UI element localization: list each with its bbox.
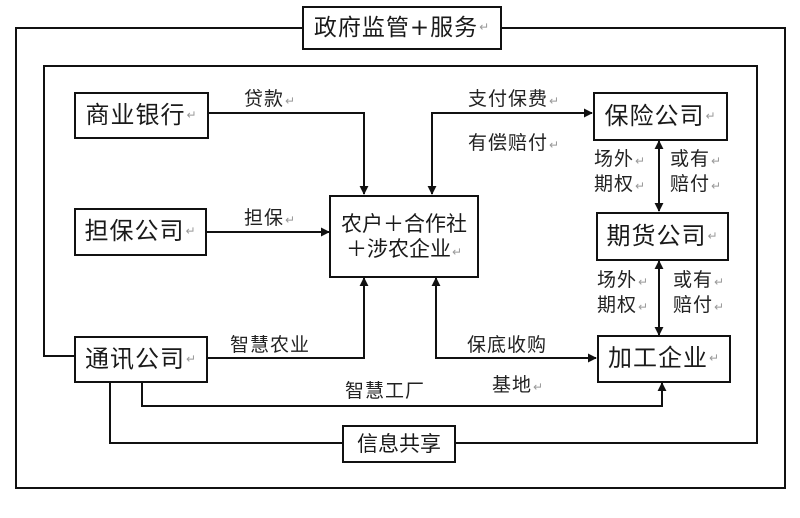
loan-text: 贷款 bbox=[244, 88, 285, 110]
paragraph-mark-icon: ↵ bbox=[285, 213, 297, 227]
paragraph-mark-icon: ↵ bbox=[185, 351, 198, 366]
paragraph-mark-icon: ↵ bbox=[707, 228, 719, 243]
edge-telecom-processing bbox=[141, 382, 667, 407]
paragraph-mark-icon: ↵ bbox=[479, 20, 491, 35]
paragraph-mark-icon: ↵ bbox=[285, 94, 297, 108]
info-sharing-label: 信息共享 bbox=[357, 431, 441, 456]
edge-label-otc-options-1: 场外↵ 期权↵ bbox=[594, 147, 646, 196]
smart-agriculture-text: 智慧农业 bbox=[230, 334, 311, 356]
insurance-company-node: 保险公司↵ bbox=[593, 92, 728, 141]
contingent-text: 或有 bbox=[670, 148, 711, 170]
guarantee-text: 担保 bbox=[244, 207, 285, 229]
payout-text: 赔付 bbox=[670, 172, 711, 195]
telecom-company-label: 通讯公司 bbox=[84, 344, 185, 373]
paragraph-mark-icon: ↵ bbox=[705, 108, 717, 123]
contingent-text: 或有 bbox=[673, 269, 714, 291]
futures-company-label: 期货公司 bbox=[606, 221, 707, 250]
processing-enterprise-label: 加工企业 bbox=[607, 344, 708, 373]
otc-text: 场外 bbox=[594, 148, 635, 170]
edge-label-guaranteed-purchase: 保底收购 bbox=[467, 330, 547, 357]
guaranteed-purchase-text: 保底收购 bbox=[467, 334, 548, 356]
info-sharing-node: 信息共享 bbox=[342, 425, 456, 463]
guarantee-company-node: 担保公司↵ bbox=[74, 208, 207, 256]
edge-center-processing bbox=[431, 277, 597, 363]
futures-company-node: 期货公司↵ bbox=[596, 212, 729, 261]
insurance-company-label: 保险公司 bbox=[604, 101, 705, 130]
telecom-company-node: 通讯公司↵ bbox=[74, 336, 208, 383]
government-regulation-label: 政府监管+服务 bbox=[313, 14, 479, 41]
farmers-cooperative-node: 农户＋合作社 ＋涉农企业↵ bbox=[329, 195, 479, 278]
base-text: 基地 bbox=[492, 374, 533, 396]
options-text: 期权 bbox=[597, 293, 638, 316]
paragraph-mark-icon: ↵ bbox=[638, 275, 650, 289]
center-label-line2: ＋涉农企业 bbox=[345, 236, 451, 261]
guarantee-company-label: 担保公司 bbox=[84, 217, 185, 246]
edge-label-contingent-payout-2: 或有↵ 赔付↵ bbox=[673, 268, 725, 317]
edge-label-smart-agriculture: 智慧农业 bbox=[230, 330, 310, 357]
edge-telecom-center bbox=[207, 277, 369, 359]
paragraph-mark-icon: ↵ bbox=[635, 178, 647, 193]
paragraph-mark-icon: ↵ bbox=[635, 154, 647, 168]
edge-label-paid-compensation: 有偿赔付↵ bbox=[468, 128, 560, 155]
outer-frame bbox=[15, 27, 786, 489]
paragraph-mark-icon: ↵ bbox=[711, 178, 723, 193]
paragraph-mark-icon: ↵ bbox=[186, 107, 198, 122]
center-label-line1: 农户＋合作社 bbox=[341, 212, 467, 237]
paragraph-mark-icon: ↵ bbox=[185, 224, 197, 239]
pay-premium-text: 支付保费 bbox=[468, 88, 549, 110]
edge-label-smart-factory: 智慧工厂 bbox=[345, 376, 425, 403]
edge-label-pay-premium: 支付保费↵ bbox=[468, 84, 560, 111]
paragraph-mark-icon: ↵ bbox=[549, 94, 561, 108]
paragraph-mark-icon: ↵ bbox=[549, 138, 561, 152]
edge-label-guarantee: 担保↵ bbox=[244, 203, 296, 230]
edge-label-loan: 贷款↵ bbox=[244, 84, 296, 111]
paragraph-mark-icon: ↵ bbox=[714, 275, 726, 289]
center-label-line2-wrap: ＋涉农企业↵ bbox=[346, 237, 462, 261]
edge-label-contingent-payout-1: 或有↵ 赔付↵ bbox=[670, 147, 722, 196]
paragraph-mark-icon: ↵ bbox=[708, 351, 721, 366]
paragraph-mark-icon: ↵ bbox=[638, 299, 650, 314]
paragraph-mark-icon: ↵ bbox=[451, 244, 463, 259]
edge-center-insurance bbox=[427, 108, 593, 195]
options-text: 期权 bbox=[594, 172, 635, 195]
paragraph-mark-icon: ↵ bbox=[714, 299, 726, 314]
smart-factory-text: 智慧工厂 bbox=[345, 380, 426, 402]
payout-text: 赔付 bbox=[673, 293, 714, 316]
edge-bank-center bbox=[208, 112, 369, 195]
government-regulation-box: 政府监管+服务↵ bbox=[302, 6, 502, 50]
inner-frame-info-left bbox=[109, 382, 342, 444]
commercial-bank-label: 商业银行 bbox=[85, 100, 186, 129]
edge-label-base: 基地↵ bbox=[492, 370, 544, 397]
paragraph-mark-icon: ↵ bbox=[533, 380, 545, 394]
edge-label-otc-options-2: 场外↵ 期权↵ bbox=[597, 268, 649, 317]
inner-frame bbox=[43, 65, 758, 444]
commercial-bank-node: 商业银行↵ bbox=[74, 92, 209, 139]
paid-compensation-text: 有偿赔付 bbox=[468, 132, 549, 154]
processing-enterprise-node: 加工企业↵ bbox=[597, 335, 731, 383]
otc-text: 场外 bbox=[597, 269, 638, 291]
paragraph-mark-icon: ↵ bbox=[711, 154, 723, 168]
